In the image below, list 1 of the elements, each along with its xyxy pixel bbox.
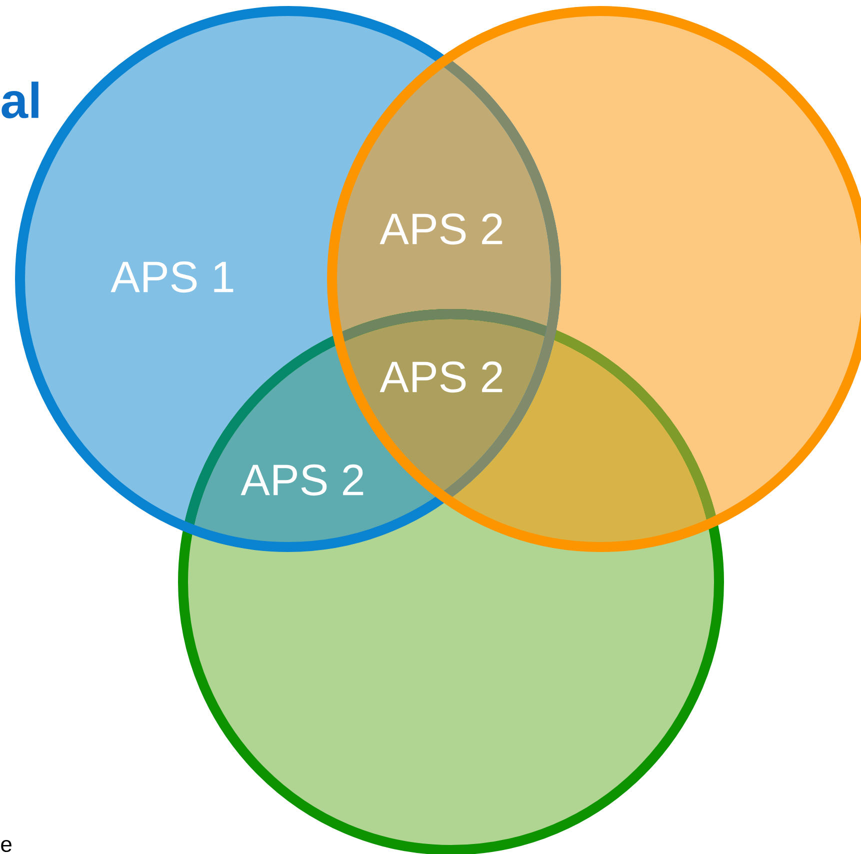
cut-off-text: e xyxy=(1,840,12,852)
